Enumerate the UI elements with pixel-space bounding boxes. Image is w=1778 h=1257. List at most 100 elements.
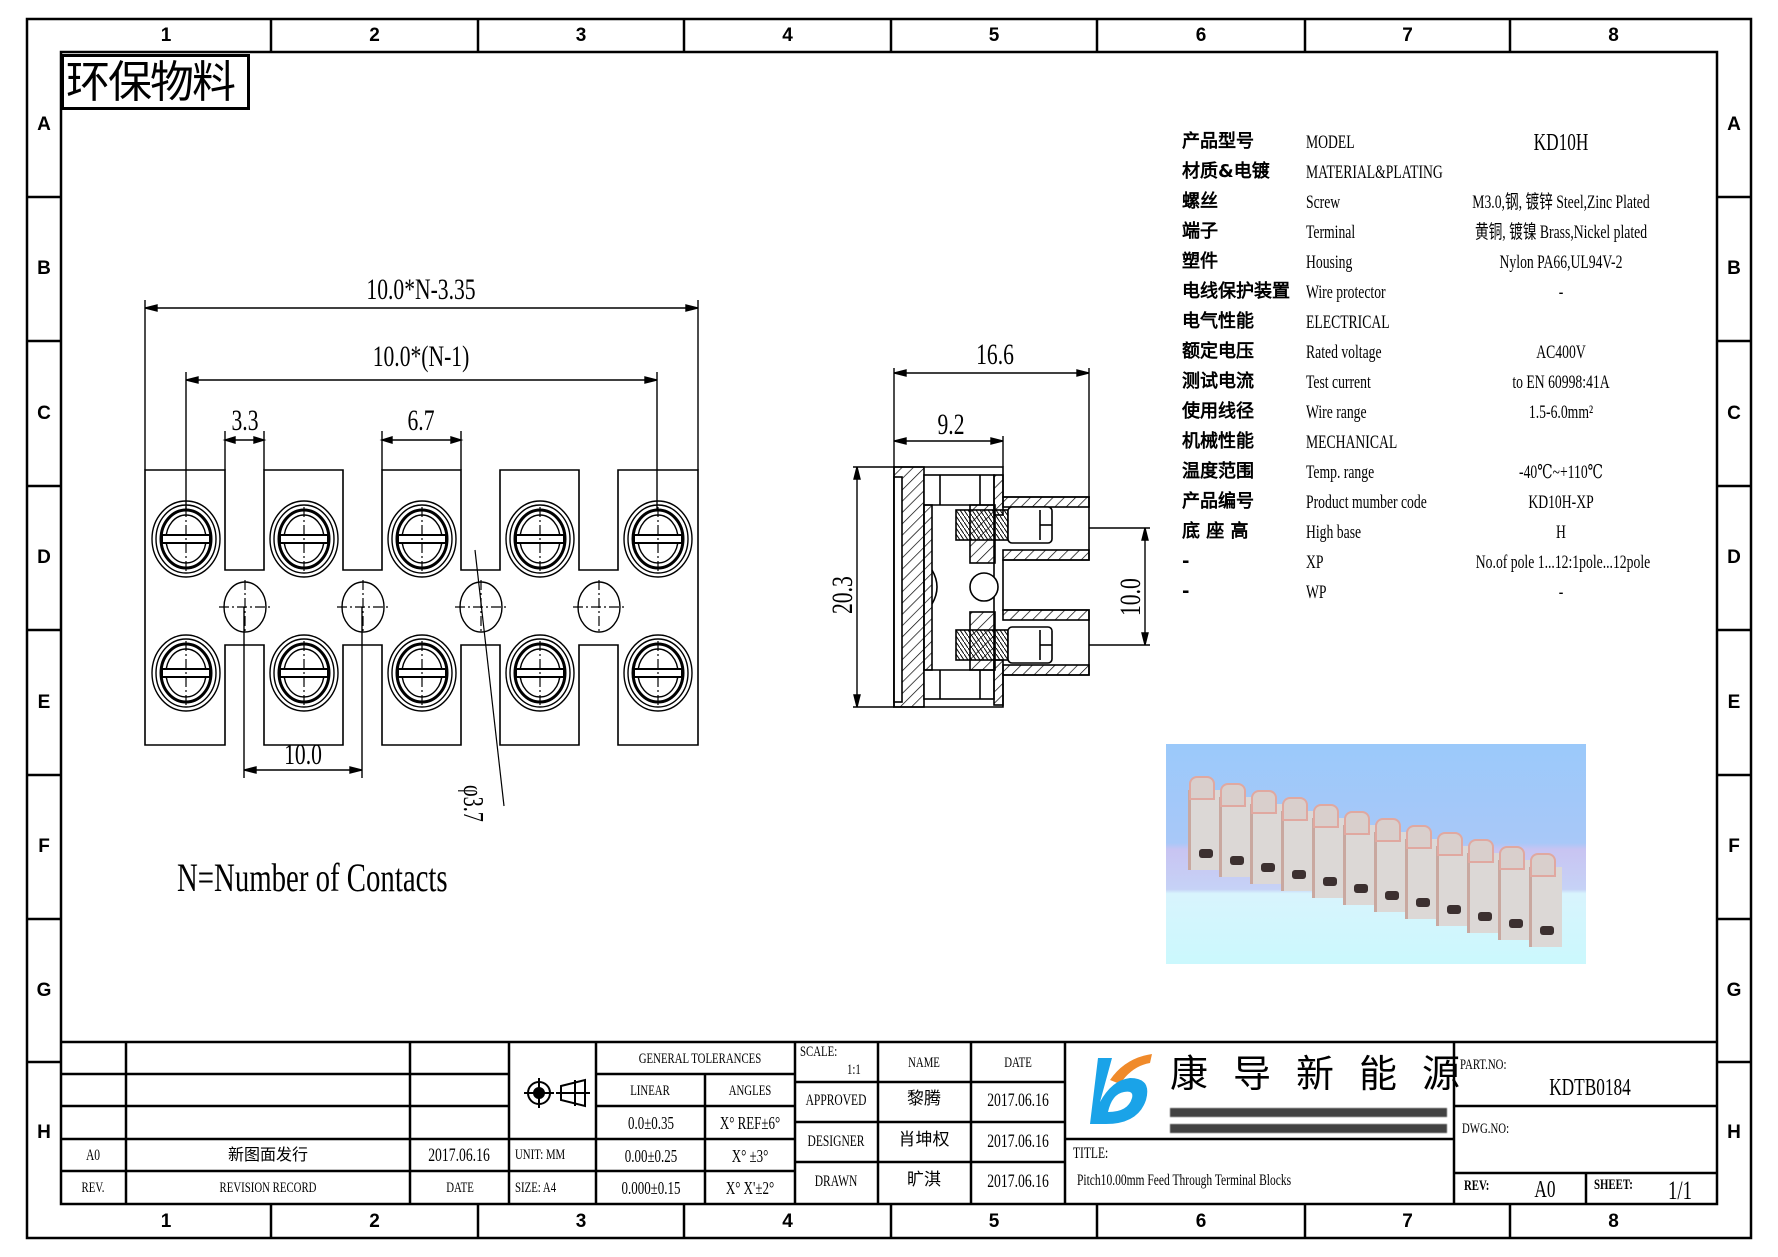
mounting-hole	[219, 580, 271, 634]
date-header: DATE	[1004, 1055, 1032, 1071]
name-header: NAME	[908, 1055, 940, 1071]
spec-en-label: WP	[1306, 582, 1327, 603]
spec-value: 1.5-6.0mm²	[1528, 402, 1594, 423]
spec-en-label: Product mumber code	[1306, 492, 1427, 513]
column-label-top: 6	[1195, 25, 1207, 46]
signoff-date: 2017.06.16	[987, 1131, 1049, 1152]
company-name-char: 新	[1296, 1052, 1335, 1096]
column-label-bottom: 4	[782, 1211, 793, 1232]
column-label-bottom: 7	[1402, 1211, 1413, 1232]
row-label-left: E	[37, 691, 51, 713]
row-label-left: D	[37, 547, 51, 568]
rev-value: A0	[1534, 1177, 1556, 1203]
column-label-bottom: 1	[160, 1211, 172, 1232]
company-name-char: 康	[1170, 1052, 1209, 1096]
spec-cn-label: 端子	[1182, 221, 1218, 242]
spec-cn-label: 电气性能	[1182, 311, 1254, 332]
title-label: TITLE:	[1073, 1145, 1109, 1162]
terminal-block-photo-pole	[1219, 783, 1252, 877]
spec-cn-label: 电线保护装置	[1182, 281, 1290, 302]
contact-info-line-2	[1170, 1124, 1447, 1133]
column-label-bottom: 2	[369, 1211, 380, 1232]
terminal-block-photo-pole	[1467, 839, 1500, 933]
row-label-right: C	[1727, 402, 1741, 424]
terminal-block-photo-pole	[1312, 804, 1345, 898]
company-logo	[1090, 1054, 1152, 1124]
contacts-note: N=Number of Contacts	[177, 855, 448, 900]
spec-cn-label: 材质&电镀	[1182, 161, 1270, 182]
screw-head	[151, 634, 221, 712]
signoff-role: DESIGNER	[807, 1133, 865, 1150]
terminal-block-photo-pole	[1498, 846, 1531, 940]
spec-en-label: Terminal	[1306, 222, 1356, 243]
screw-head	[623, 634, 693, 712]
dim-body-label: 6.7	[407, 404, 435, 437]
spec-value: -40℃~+110℃	[1519, 462, 1603, 483]
spec-value: KD10H	[1533, 130, 1589, 156]
tolerance-angle: X° X'±2°	[725, 1178, 775, 1198]
terminal-block-photo-pole	[1343, 811, 1376, 905]
dim-slot	[222, 431, 267, 470]
spec-cn-label: 塑件	[1182, 251, 1218, 272]
dim-depth-label: 16.6	[976, 338, 1014, 371]
inner-frame	[59, 50, 1719, 1206]
spec-cn-label: 产品编号	[1182, 491, 1254, 512]
scale-label: SCALE:	[800, 1044, 838, 1060]
spec-en-label: High base	[1306, 522, 1362, 543]
dim-height-label: 20.3	[826, 576, 859, 614]
grid-dividers	[27, 19, 1751, 1238]
signoff-name: 肖坤权	[898, 1130, 950, 1150]
column-label-top: 4	[782, 25, 793, 46]
spec-value: H	[1556, 522, 1566, 543]
screw-head	[623, 500, 693, 578]
spec-cn-label: 机械性能	[1182, 431, 1254, 452]
signoff-role: DRAWN	[814, 1173, 858, 1190]
spec-value: M3.0,钢, 镀锌 Steel,Zinc Plated	[1472, 192, 1650, 213]
signoff-name: 黎腾	[907, 1089, 941, 1109]
row-label-right: G	[1726, 979, 1742, 1001]
spec-value: to EN 60998:41A	[1512, 372, 1610, 393]
tolerance-angle: X° REF±6°	[719, 1113, 781, 1133]
spec-value: -	[1558, 282, 1564, 303]
spec-en-label: Housing	[1306, 252, 1353, 273]
revision-rev: A0	[85, 1147, 101, 1164]
row-label-left: H	[37, 1122, 51, 1143]
tolerance-linear: 0.00±0.25	[624, 1146, 678, 1166]
tolerance-angle: X° ±3°	[731, 1146, 769, 1166]
projection-symbol	[524, 1078, 590, 1108]
spec-cn-label: 使用线径	[1182, 401, 1254, 422]
unit-label: UNIT: MM	[515, 1147, 566, 1163]
dim-overall-label: 10.0*N-3.35	[366, 273, 476, 306]
front-view-outline	[144, 469, 699, 746]
column-label-bottom: 5	[988, 1211, 1000, 1232]
mounting-hole	[337, 580, 389, 634]
row-label-right: A	[1727, 113, 1741, 135]
part-no-value: KDTB0184	[1549, 1075, 1631, 1101]
column-label-bottom: 6	[1195, 1211, 1207, 1232]
spec-value: KD10H-XP	[1528, 492, 1594, 513]
row-label-left: C	[37, 402, 51, 424]
angles-header: ANGLES	[728, 1083, 772, 1099]
spec-cn-label: -	[1182, 551, 1190, 572]
hole-leader	[474, 549, 505, 807]
side-view	[853, 368, 1150, 708]
linear-header: LINEAR	[630, 1083, 670, 1099]
column-label-top: 1	[160, 25, 172, 46]
screw-head	[387, 634, 457, 712]
dim-pitch	[243, 607, 363, 778]
signoff-date: 2017.06.16	[987, 1090, 1049, 1111]
dim-body	[379, 431, 464, 470]
spec-cn-label: 产品型号	[1182, 131, 1254, 152]
row-label-left: F	[38, 836, 50, 857]
spec-en-label: Rated voltage	[1306, 342, 1382, 363]
column-label-top: 5	[988, 25, 1000, 46]
spec-cn-label: 底 座 高	[1182, 521, 1249, 542]
column-label-top: 7	[1402, 25, 1413, 46]
eco-material-label: 环保物料	[61, 54, 250, 110]
row-label-right: F	[1728, 836, 1740, 857]
row-label-right: B	[1727, 258, 1741, 279]
drawing-title: Pitch10.00mm Feed Through Terminal Block…	[1077, 1172, 1292, 1189]
outer-frame	[25, 17, 1753, 1240]
row-label-right: D	[1727, 547, 1741, 568]
mounting-hole	[573, 580, 625, 634]
